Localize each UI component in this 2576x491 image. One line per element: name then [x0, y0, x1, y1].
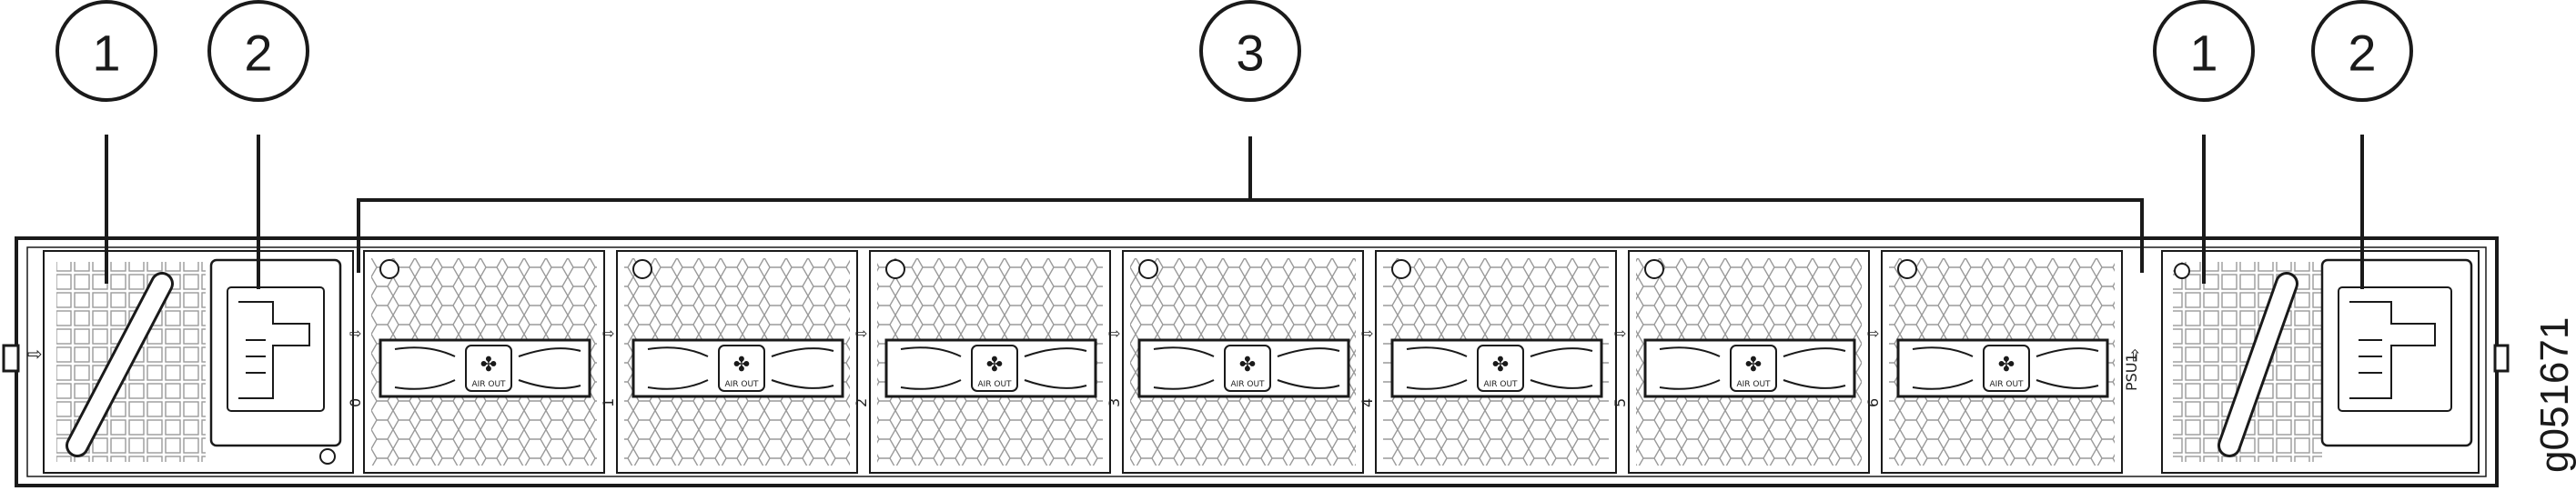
left-side-tab — [2, 344, 20, 373]
fan-module-handle-groove-right — [1783, 347, 1846, 389]
fan-module[interactable]: ✤ AIR OUT ⇨ 1 — [600, 250, 858, 474]
fan-module-handle-groove-right — [518, 347, 581, 389]
fan-slot-arrow: ⇨ — [1867, 325, 1879, 342]
callout-1-right-number: 1 — [2189, 25, 2217, 82]
fan-module-screw — [1897, 259, 1917, 279]
fan-icon: ✤ — [1745, 354, 1762, 376]
fan-module-screw — [1391, 259, 1411, 279]
callout-1-right: 1 — [2153, 0, 2255, 102]
psu-right-plug[interactable] — [2320, 258, 2473, 447]
fan-module[interactable]: ✤ AIR OUT ⇨ 0 — [347, 250, 605, 474]
fan-slot-arrow: ⇨ — [349, 325, 361, 342]
callout-2-left-number: 2 — [244, 25, 272, 82]
fan-slot-label: 3 — [1106, 398, 1123, 407]
fan-icon: ✤ — [1998, 354, 2015, 376]
fan-module-handle-groove-right — [1530, 347, 1593, 389]
fan-module-badge-label: AIR OUT — [1989, 380, 2024, 389]
psu-left-arrow: ⇨ — [27, 343, 43, 365]
chassis-inner-frame — [26, 246, 2487, 477]
fan-module-handle-groove-left — [1912, 346, 1974, 390]
fan-module[interactable]: ✤ AIR OUT ⇨ 6 — [1864, 250, 2123, 474]
fan-module-handle-groove-left — [1406, 346, 1468, 390]
fan-slot-label: 6 — [1864, 398, 1882, 407]
fan-module-screw — [379, 259, 399, 279]
fan-module-handle-groove-left — [394, 346, 456, 390]
fan-icon: ✤ — [733, 354, 750, 376]
callout-3: 3 — [1199, 0, 1301, 102]
fan-module-badge — [465, 345, 512, 392]
fan-module-screw — [1138, 259, 1158, 279]
fan-module-handle-groove-left — [647, 346, 709, 390]
fan-module-badge — [1224, 345, 1271, 392]
fan-slot-arrow: ⇨ — [855, 325, 867, 342]
fan-module[interactable]: ✤ AIR OUT ⇨ 3 — [1106, 250, 1364, 474]
fan-slot-label: 0 — [347, 398, 364, 407]
right-side-tab — [2493, 344, 2510, 373]
fan-slot-arrow: ⇨ — [1361, 325, 1373, 342]
fan-modules: ✤ AIR OUT ⇨ 0 ✤ AIR OUT ⇨ 1 ✤ AIR OUT ⇨ 2 ✤ AIR OUT ⇨ 3… — [347, 250, 2123, 474]
fan-module-handle-groove-right — [1277, 347, 1340, 389]
fan-module-screw — [632, 259, 652, 279]
psu-right-handle[interactable] — [2217, 272, 2298, 457]
callout-2-right-number: 2 — [2348, 25, 2376, 82]
fan-module[interactable]: ✤ AIR OUT ⇨ 5 — [1611, 250, 1870, 474]
fan-icon: ✤ — [986, 354, 1003, 376]
fan-slot-label: 4 — [1359, 398, 1376, 407]
callout-2-left: 2 — [207, 0, 309, 102]
fan-module-screw — [1644, 259, 1664, 279]
fan-module-badge — [971, 345, 1018, 392]
fan-slot-label: 2 — [853, 398, 870, 407]
fan-module-badge-label: AIR OUT — [471, 380, 506, 389]
fan-module-handle-groove-right — [2036, 347, 2099, 389]
fan-module-badge-label: AIR OUT — [1483, 380, 1518, 389]
fan-module-handle-groove-right — [771, 347, 834, 389]
fan-slot-arrow: ⇨ — [602, 325, 614, 342]
fan-icon: ✤ — [1492, 354, 1509, 376]
fan-icon: ✤ — [480, 354, 497, 376]
fan-module-badge — [1983, 345, 2030, 392]
figure-id: g051671 — [2532, 317, 2576, 473]
callout-1-left: 1 — [56, 0, 157, 102]
fan-module-handle-groove-right — [1024, 347, 1087, 389]
callout-2-right: 2 — [2311, 0, 2413, 102]
fan-module-badge-label: AIR OUT — [977, 380, 1012, 389]
fan-module-badge-label: AIR OUT — [1736, 380, 1771, 389]
psu-slot-arrow: ⇨ — [2126, 348, 2145, 362]
fan-module-badge — [1477, 345, 1524, 392]
psu-left-handle[interactable] — [66, 272, 174, 457]
callout-3-bracket — [357, 136, 2144, 273]
fan-module-handle-groove-left — [900, 346, 962, 390]
fan-module-badge-label: AIR OUT — [1230, 380, 1265, 389]
psu-left: ⇨ — [27, 250, 354, 474]
psu-left-screw — [319, 448, 336, 465]
fan-module[interactable]: ✤ AIR OUT ⇨ 2 — [853, 250, 1111, 474]
fan-slot-label: 5 — [1611, 398, 1629, 407]
fan-module[interactable]: ✤ AIR OUT ⇨ 4 — [1359, 250, 1617, 474]
fan-module-badge-label: AIR OUT — [724, 380, 759, 389]
fan-module-badge — [718, 345, 765, 392]
fan-module-handle-groove-left — [1659, 346, 1721, 390]
fan-module-badge — [1730, 345, 1777, 392]
fan-icon: ✤ — [1239, 354, 1256, 376]
callout-1-left-number: 1 — [92, 25, 120, 82]
fan-module-handle-groove-left — [1153, 346, 1215, 390]
fan-slot-arrow: ⇨ — [1108, 325, 1120, 342]
fan-module-screw — [885, 259, 905, 279]
psu-slot-label: PSU1 — [2123, 353, 2140, 391]
callout-3-number: 3 — [1236, 25, 1264, 82]
fan-slot-label: 1 — [600, 398, 617, 407]
psu-left-plug[interactable] — [209, 258, 342, 447]
psu-right-screw — [2174, 263, 2190, 279]
fan-slot-arrow: ⇨ — [1614, 325, 1626, 342]
psu-right — [2161, 250, 2480, 474]
